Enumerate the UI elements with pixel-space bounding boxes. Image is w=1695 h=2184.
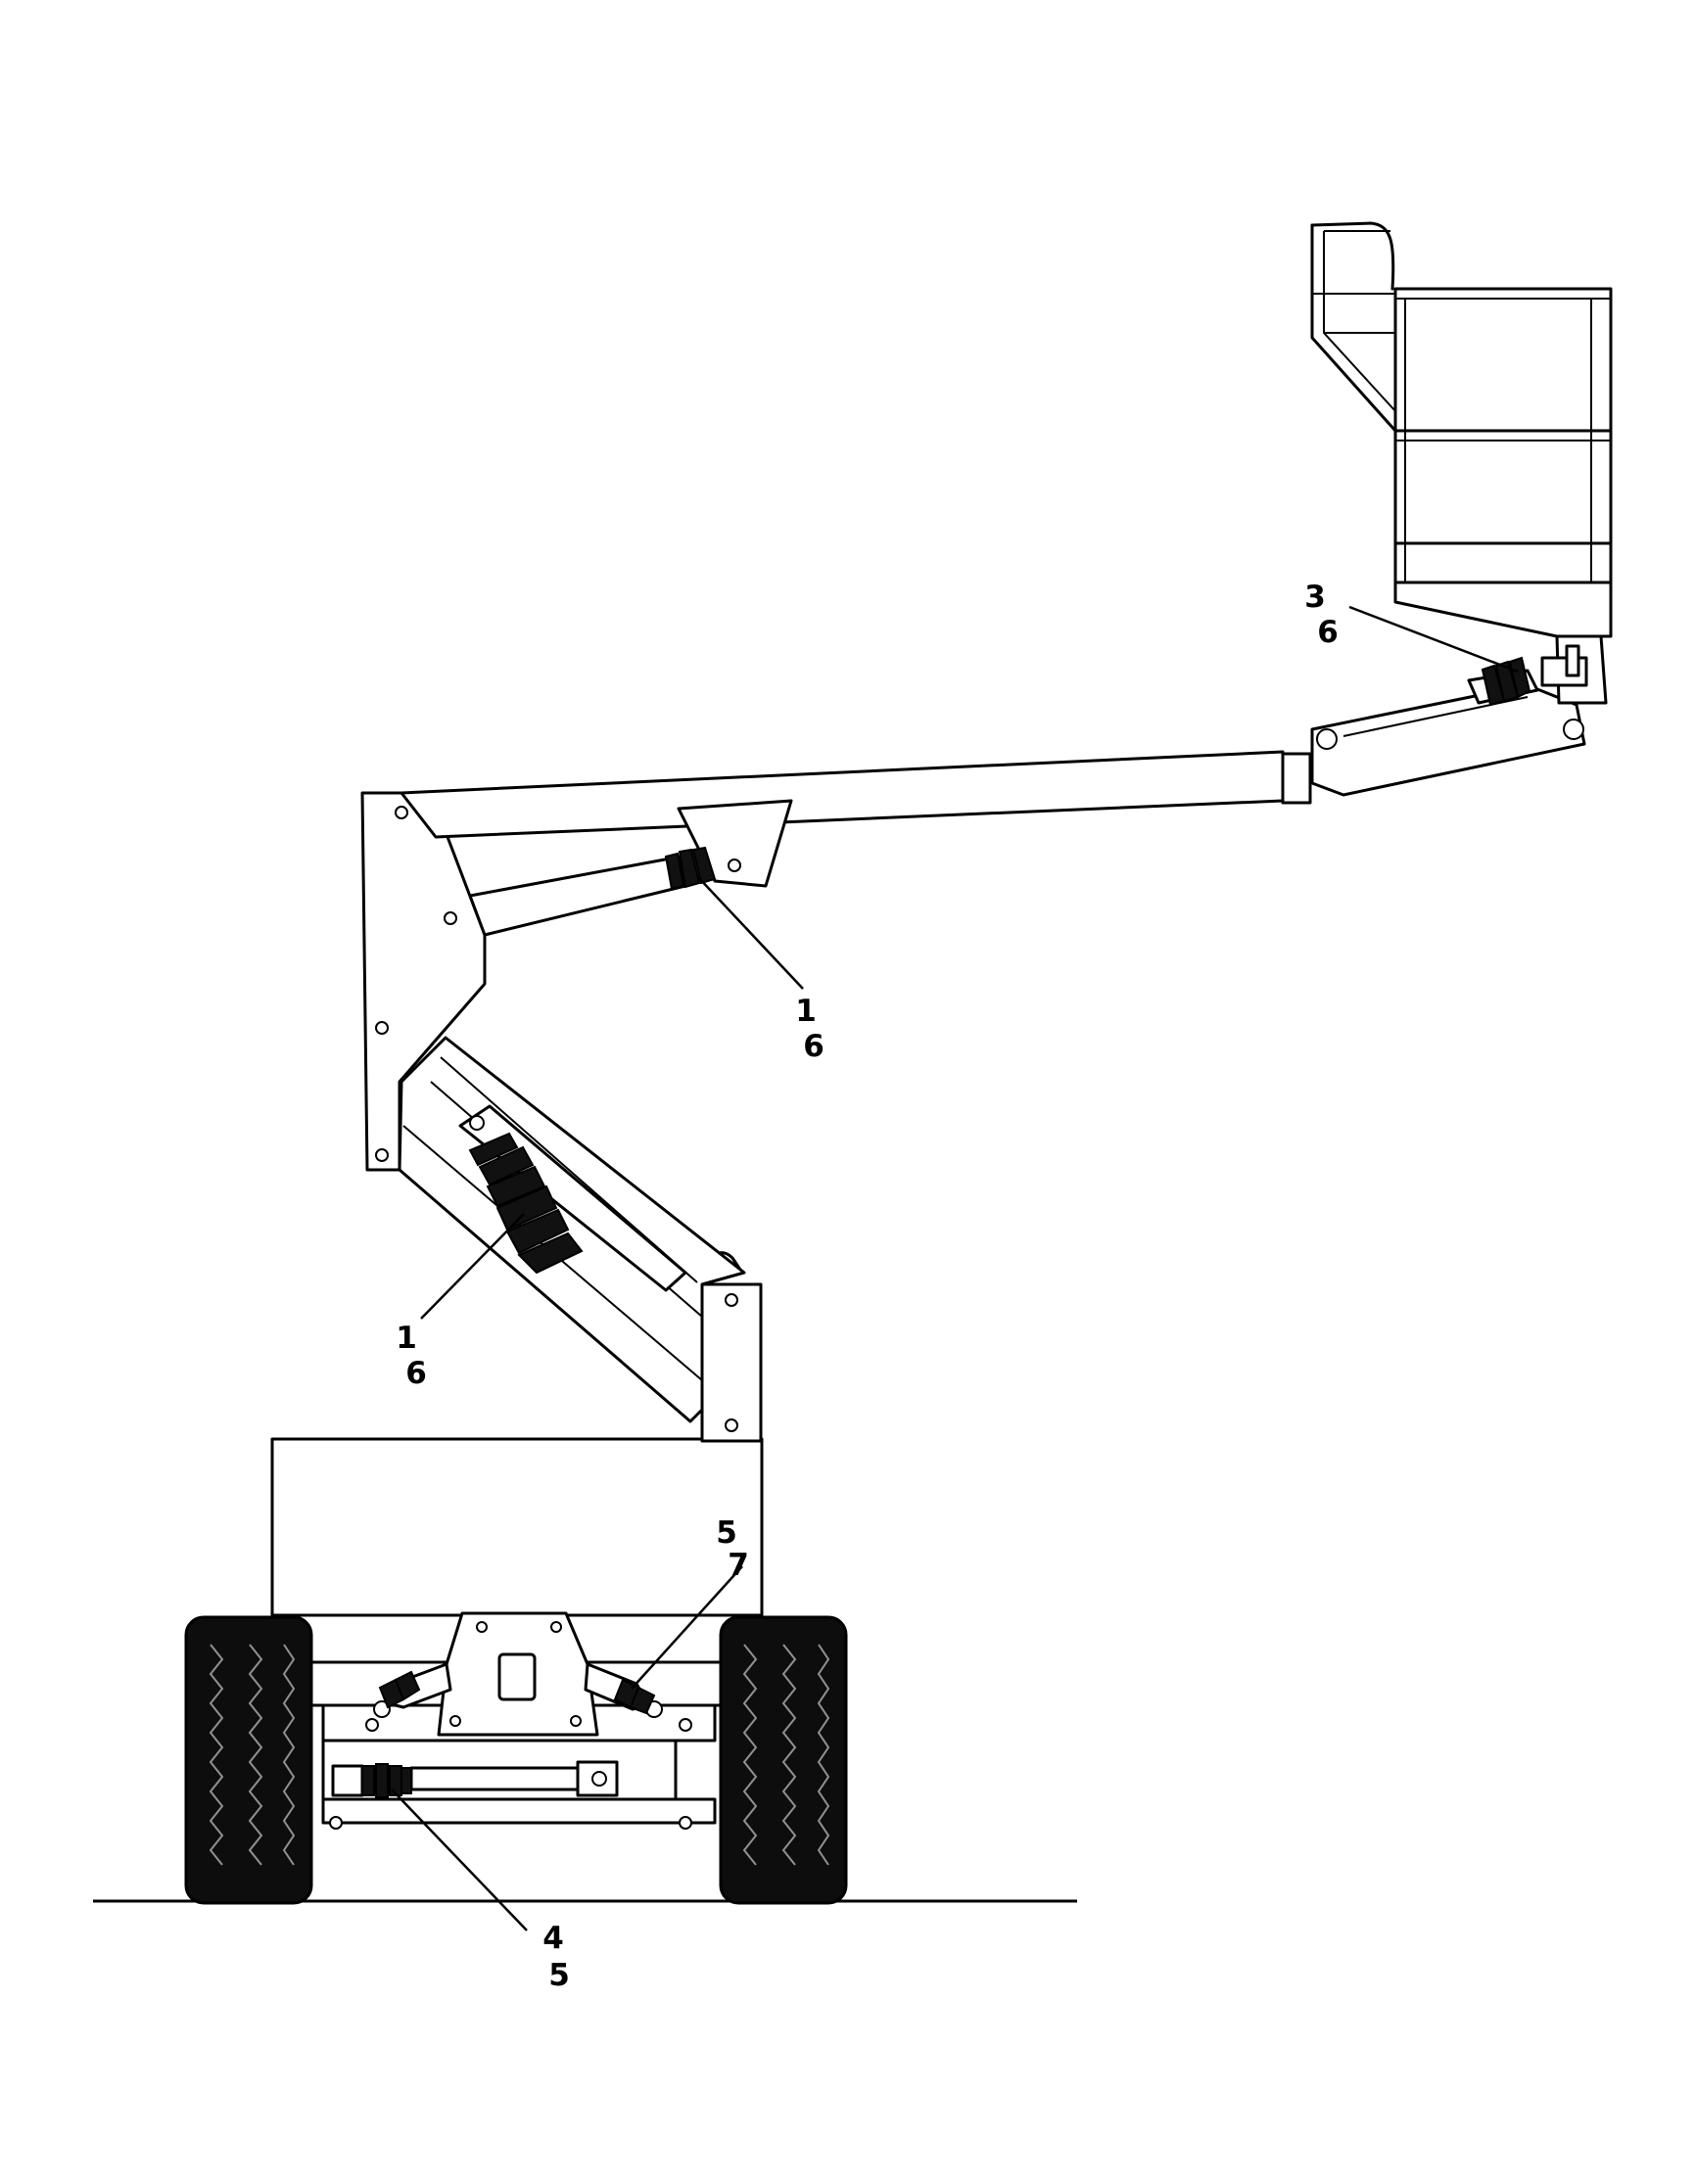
- steer-boot-left-icon: [378, 1670, 421, 1709]
- callout-axle-cylinder: 4 5: [542, 1921, 570, 1993]
- lower-boom: [398, 1036, 746, 1423]
- callout-label: 1: [396, 1321, 417, 1356]
- callout-label: 6: [1317, 615, 1339, 650]
- callout-lower-boom-cylinder: 1 6: [396, 1321, 427, 1391]
- jib-boot-icon: [1481, 656, 1531, 707]
- callout-label: 1: [795, 994, 817, 1029]
- platform-basket: [1310, 221, 1613, 705]
- axle-cylinder-boot-icon: [361, 1763, 412, 1798]
- callout-label: 5: [548, 1958, 570, 1993]
- riser: [360, 791, 487, 1172]
- right-wheel-icon: [719, 1615, 848, 1905]
- housing-window: [497, 1652, 537, 1701]
- chassis: [270, 1437, 764, 1830]
- callout-label: 4: [542, 1921, 564, 1956]
- leader-lines: [391, 605, 1519, 1931]
- callout-steer-cylinder: 5 7: [716, 1515, 749, 1583]
- turret-post: [700, 1251, 763, 1443]
- callout-label: 3: [1304, 580, 1326, 615]
- callout-label: 6: [405, 1356, 427, 1391]
- callout-label: 5: [716, 1515, 737, 1551]
- upper-boom: [400, 750, 1312, 937]
- callout-jib-cylinder: 3 6: [1304, 580, 1339, 650]
- lower-boom-boot-icon: [468, 1132, 584, 1275]
- left-wheel-icon: [184, 1615, 313, 1905]
- callout-label: 6: [803, 1029, 824, 1064]
- upper-boom-boot-icon: [664, 846, 717, 891]
- jib: [1310, 669, 1586, 797]
- callout-label: 7: [728, 1548, 749, 1583]
- callout-upper-boom-cylinder: 1 6: [795, 994, 824, 1064]
